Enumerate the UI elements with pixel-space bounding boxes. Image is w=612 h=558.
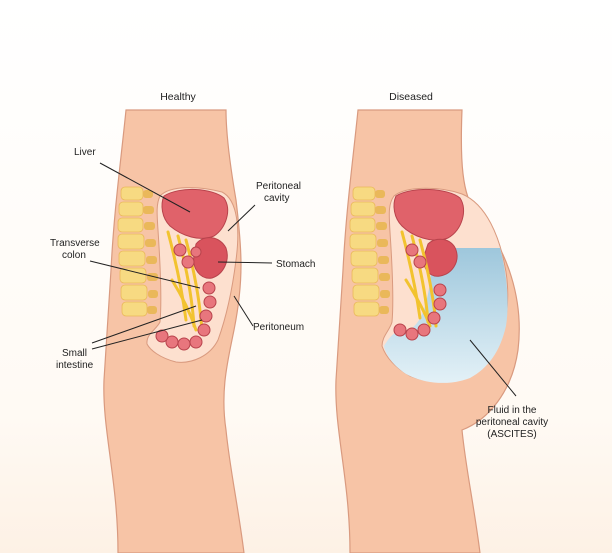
ascites-label-line1: Fluid in the (488, 405, 537, 416)
ascites-label-line2: peritoneal cavity (476, 417, 548, 428)
small-intestine-leader-1 (91, 305, 197, 344)
peritoneum-label: Peritoneum (253, 322, 304, 333)
healthy-stomach (193, 237, 228, 279)
diseased-title: Diseased (389, 91, 433, 103)
diseased-small-intestine (393, 243, 447, 341)
liver-leader (99, 162, 191, 213)
diseased-figure (335, 109, 520, 554)
small-intestine-leader-2 (91, 319, 203, 350)
stomach-leader (217, 261, 273, 264)
transverse-colon-label-line2: colon (62, 250, 86, 261)
ascites-label-line3: (ASCITES) (487, 429, 536, 440)
small-intestine-label-line1: Small (62, 348, 87, 359)
stomach-label: Stomach (276, 259, 315, 270)
transverse-colon-leader (89, 260, 201, 289)
small-intestine-label-line2: intestine (56, 360, 94, 371)
healthy-small-intestine (155, 281, 217, 351)
healthy-title: Healthy (160, 91, 196, 103)
peritoneal-cavity-label-line1: Peritoneal (256, 181, 301, 192)
healthy-liver (161, 188, 229, 239)
peritoneal-cavity-leader (227, 204, 256, 232)
diseased-spine (349, 186, 390, 317)
liver-label: Liver (74, 147, 96, 158)
ascites-leader (469, 339, 517, 397)
healthy-figure (103, 109, 245, 554)
peritoneum-leader (233, 295, 254, 327)
diseased-liver (393, 188, 464, 241)
ascites-fluid (384, 248, 508, 383)
transverse-colon-label-line1: Transverse (50, 238, 100, 249)
peritoneal-cavity-label-line2: cavity (264, 193, 290, 204)
healthy-spine (117, 186, 158, 317)
leader-lines (89, 162, 517, 397)
healthy-transverse-colon (173, 243, 202, 269)
